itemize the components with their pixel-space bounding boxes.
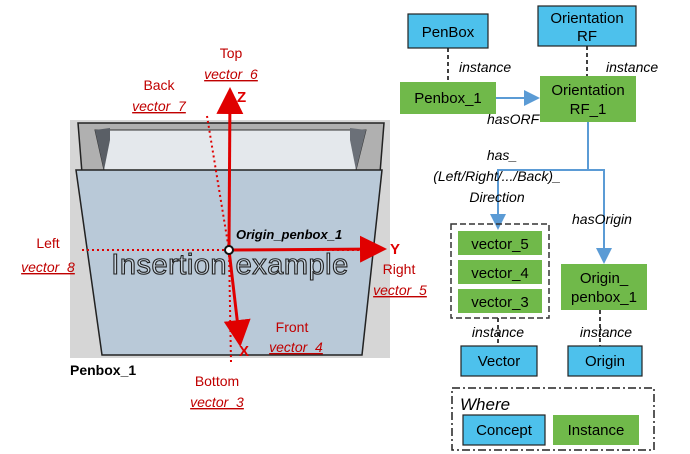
front-vector-label: vector_4	[269, 339, 323, 355]
y-axis-label: Y	[390, 241, 400, 258]
x-axis	[223, 249, 251, 347]
vector-group-frame	[450, 223, 550, 319]
svg-text:vector_5: vector_5	[471, 236, 529, 253]
legend-concept: Concept	[462, 414, 546, 446]
instance-label-1: instance	[459, 59, 511, 75]
svg-text:PenBox: PenBox	[422, 24, 475, 41]
svg-text:Instance: Instance	[568, 422, 625, 439]
z-axis	[216, 87, 244, 251]
svg-text:Origin: Origin	[585, 353, 625, 370]
left-vector-label: vector_8	[21, 259, 75, 275]
svg-text:vector_3: vector_3	[471, 294, 529, 311]
bottom-label: Bottom	[195, 373, 239, 389]
front-label: Front	[276, 319, 309, 335]
has-direction-label-3: Direction	[469, 189, 524, 205]
instance-label-4: instance	[580, 324, 632, 340]
top-vector-label: vector_6	[204, 66, 258, 82]
left-label: Left	[36, 235, 59, 251]
instance-origin-penbox-1: Origin_ penbox_1	[561, 264, 647, 310]
instance-vector-3: vector_3	[458, 289, 542, 313]
top-label: Top	[220, 45, 243, 61]
concept-vector: Vector	[460, 345, 538, 377]
has-orf-label: hasORF	[487, 111, 541, 127]
svg-text:penbox_1: penbox_1	[571, 289, 637, 306]
has-origin-arrow	[588, 169, 612, 264]
has-direction-label-1: has_	[487, 147, 517, 163]
svg-text:Concept: Concept	[476, 422, 533, 439]
instance-label-2: instance	[606, 59, 658, 75]
right-label: Right	[383, 261, 416, 277]
concept-orientation-rf: Orientation RF	[537, 5, 637, 47]
instance-connectors	[447, 46, 601, 346]
has-direction-label-2: (Left/Right/.../Back)_	[433, 168, 561, 184]
svg-text:RF_1: RF_1	[570, 101, 607, 118]
concept-origin: Origin	[567, 345, 643, 377]
has-origin-label: hasOrigin	[572, 211, 632, 227]
instance-vector-4: vector_4	[458, 260, 542, 284]
svg-text:Penbox_1: Penbox_1	[414, 90, 482, 107]
x-axis-label: X	[239, 343, 249, 360]
has-direction-arrow	[490, 122, 589, 230]
svg-text:vector_4: vector_4	[471, 265, 529, 282]
svg-text:Origin_: Origin_	[580, 270, 629, 287]
bottom-guide	[228, 249, 232, 363]
svg-text:Orientation: Orientation	[550, 10, 623, 27]
legend-where: Where	[460, 395, 510, 414]
legend-frame	[451, 387, 655, 451]
instance-vector-5: vector_5	[458, 231, 542, 255]
bottom-vector-label: vector_3	[190, 394, 244, 410]
right-vector-label: vector_5	[373, 282, 427, 298]
box-inner-wall	[95, 128, 110, 170]
origin-label: Origin_penbox_1	[236, 227, 342, 242]
svg-text:RF: RF	[577, 28, 597, 45]
z-axis-label: Z	[237, 89, 246, 106]
penbox-caption: Penbox_1	[70, 362, 136, 378]
legend-instance: Instance	[553, 415, 639, 445]
instance-label-3: instance	[472, 324, 524, 340]
instance-orientation-rf-1: Orientation RF_1	[540, 76, 636, 122]
svg-text:Orientation: Orientation	[551, 82, 624, 99]
back-vector-label: vector_7	[132, 98, 187, 114]
box-inner-wall-right	[350, 128, 366, 170]
back-label: Back	[143, 77, 175, 93]
y-axis	[228, 235, 387, 263]
concept-penbox: PenBox	[407, 13, 489, 49]
origin-point	[224, 245, 234, 255]
svg-text:Vector: Vector	[478, 353, 521, 370]
instance-penbox-1: Penbox_1	[400, 82, 496, 114]
